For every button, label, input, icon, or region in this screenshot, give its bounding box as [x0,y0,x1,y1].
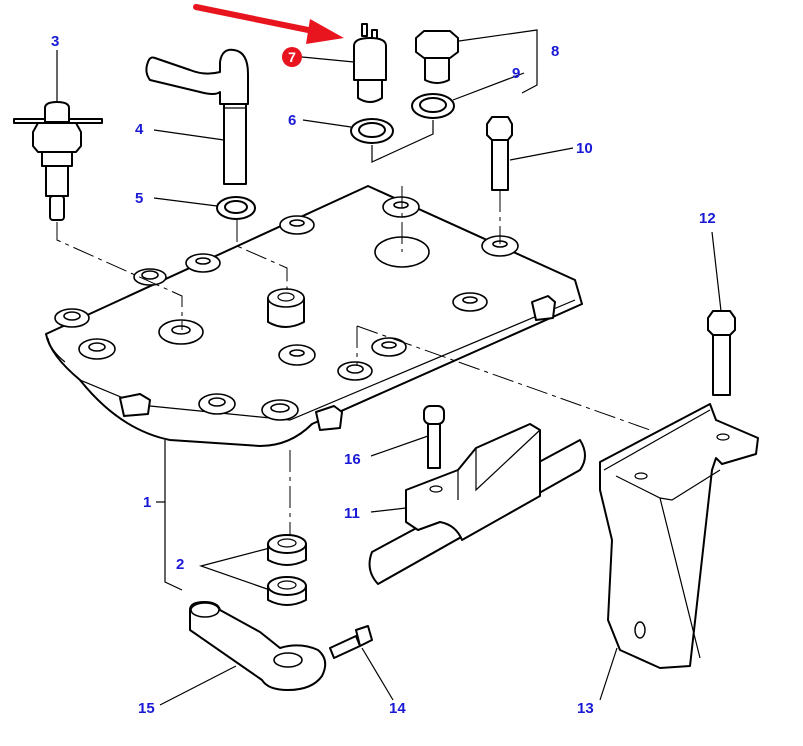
callout-10[interactable]: 10 [576,140,593,157]
callout-6[interactable]: 6 [288,112,297,129]
callout-16[interactable]: 16 [344,451,361,468]
bolt [486,116,513,191]
callout-14[interactable]: 14 [389,700,406,717]
bolt [707,310,736,396]
callout-5[interactable]: 5 [135,190,144,207]
callout-8[interactable]: 8 [551,43,560,60]
plug [415,30,459,84]
washers [216,93,455,220]
callout-13[interactable]: 13 [577,700,594,717]
callout-7-highlighted[interactable]: 7 [282,47,302,67]
callout-11[interactable]: 11 [344,505,360,522]
bracket [599,403,759,669]
screw [329,625,373,659]
clamp-block [405,423,541,541]
callout-3[interactable]: 3 [51,33,60,50]
callout-4[interactable]: 4 [135,121,144,138]
callout-15[interactable]: 15 [138,700,155,717]
lever-arm [189,601,327,691]
assembly-lines [56,186,651,536]
spacer-bushings [267,534,307,606]
callout-2[interactable]: 2 [176,556,185,573]
leader-lines [56,29,722,706]
switch-sensor [353,23,387,103]
temperature-sender [13,101,103,221]
bent-pipe [145,48,249,185]
callout-1[interactable]: 1 [143,494,152,511]
callout-9[interactable]: 9 [512,65,521,82]
cap-screw [423,405,445,469]
highlight-arrow-icon [193,4,344,44]
cover-plate [45,185,583,447]
callout-12[interactable]: 12 [699,210,716,227]
